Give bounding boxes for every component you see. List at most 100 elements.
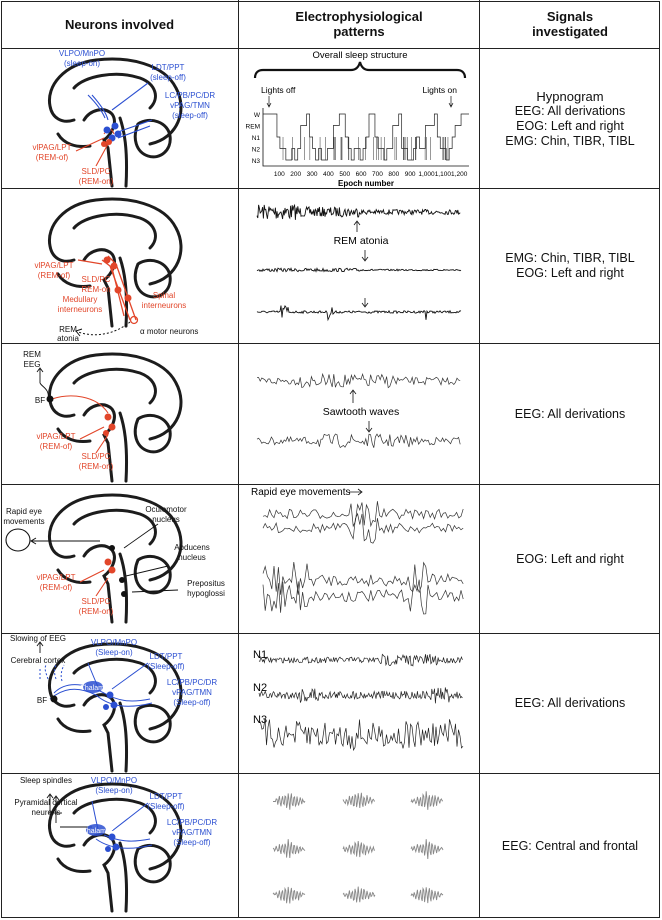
label-ldt-sub: (sleep-off) — [150, 73, 186, 82]
label-oculo2: nucleus — [152, 515, 180, 524]
label-vlpag-sub: (REM-of) — [38, 271, 71, 280]
brain-outline — [133, 844, 172, 884]
label-rem: REM — [59, 325, 77, 334]
header-patterns: Electrophysiological patterns — [239, 0, 479, 48]
label-vlpag-sub: (REM-of) — [36, 153, 69, 162]
label-vlpag-sub: (REM-of) — [40, 442, 73, 451]
brain-outline — [118, 411, 129, 483]
rapid-eye-movements-label: Rapid eye movements — [251, 487, 351, 498]
label-sld-sub: REM-on — [81, 285, 110, 294]
label-eeg: EEG — [24, 360, 41, 369]
stage-tick-label: W — [254, 112, 261, 119]
label-sld: SLD/PC — [82, 167, 111, 176]
row-divider — [1, 633, 660, 634]
n3-trace — [258, 719, 464, 752]
signal-item: EMG: Chin, TIBR, TIBL — [505, 251, 635, 265]
emg-chin-trace — [256, 203, 461, 220]
row-divider — [1, 188, 660, 189]
spindle-burst — [342, 841, 376, 858]
label-oculo: Oculomotor — [145, 505, 187, 514]
label-spinal2: interneurons — [142, 301, 186, 310]
spindle-burst — [410, 791, 444, 810]
stage-tick-label: N1 — [252, 135, 261, 142]
label-sld: SLD/PC — [82, 452, 111, 461]
signals-row3: EEG: All derivations — [480, 344, 660, 484]
brain-diagram-row4: Rapid eye movements Oculomotor nucleus A… — [3, 493, 225, 624]
header-signals: Signals investigated — [480, 0, 660, 48]
label-pyramidal2: neurons — [32, 808, 61, 817]
label-lc2: vPAG/TMN — [172, 688, 212, 697]
axis-lines — [262, 108, 469, 167]
label-ldt: LDT/PPT — [152, 63, 185, 72]
brain-outline — [72, 508, 157, 546]
brain-outline — [47, 352, 183, 441]
label-movements: movements — [3, 517, 44, 526]
label-prepos: Prepositus — [187, 579, 225, 588]
spindle-traces — [272, 791, 444, 904]
label-alpha: α motor neurons — [140, 327, 198, 336]
label-ldt-sub: (Sleep-off) — [147, 802, 185, 811]
label-atonia: atonia — [57, 334, 79, 343]
label-pyramidal: Pyramidal cortical — [14, 798, 77, 807]
label-vlpo: VLPO/MnPO — [59, 49, 105, 58]
label-prepos2: hypoglossi — [187, 589, 225, 598]
label-bf: BF — [35, 396, 45, 405]
brain-outline — [47, 493, 183, 582]
epoch-axis-title: Epoch number — [338, 179, 394, 188]
epoch-tick-label: 100 — [274, 171, 285, 178]
bracket — [253, 61, 467, 79]
brain-outline — [56, 272, 92, 288]
brain-outline — [82, 108, 116, 188]
label-cortex: Cerebral cortex — [11, 656, 66, 665]
brain-outline — [82, 693, 116, 773]
brain-outline — [133, 704, 172, 744]
emg-tibr-trace — [256, 267, 462, 273]
header-patterns-text: Electrophysiological patterns — [295, 9, 423, 39]
label-ldt: LDT/PPT — [150, 652, 183, 661]
rem-atonia-label: REM atonia — [334, 235, 389, 247]
lights-on-label: Lights on — [423, 85, 458, 95]
spindle-burst — [342, 792, 375, 809]
sawtooth-traces: Sawtooth waves — [256, 372, 461, 449]
brain-outline — [133, 555, 172, 595]
brain-outline — [72, 212, 157, 250]
label-rapid: Rapid eye — [6, 507, 43, 516]
signals-row2: EMG: Chin, TIBR, TIBL EOG: Left and righ… — [480, 189, 660, 343]
brain-outline — [118, 701, 129, 773]
brain-outline — [47, 197, 183, 286]
label-vlpag: vlPAG/LPT — [35, 261, 74, 270]
row-divider — [1, 343, 660, 344]
signal-item: EEG: Central and frontal — [501, 838, 639, 853]
brain-diagram-row2: vlPAG/LPT (REM-of) SLD/PC REM-on Medulla… — [35, 197, 198, 343]
brain-outline — [118, 552, 129, 624]
row-divider — [1, 48, 660, 49]
row-divider — [1, 773, 660, 774]
label-bf: BF — [37, 696, 47, 705]
spindle-burst — [272, 793, 306, 810]
epoch-tick-label: 900 — [405, 171, 416, 178]
hypnogram-title: Overall sleep structure — [312, 50, 407, 61]
emg-traces: REM atonia — [256, 203, 462, 322]
stage-tick-label: REM — [246, 124, 260, 131]
label-lc-sub: (sleep-off) — [172, 111, 208, 120]
label-lc2: vPAG/TMN — [170, 101, 210, 110]
n2-trace — [258, 687, 463, 704]
signal-item: EEG: All derivations — [514, 406, 626, 421]
signal-item: EOG: Left and right — [516, 266, 624, 280]
stage-n2-label: N2 — [253, 682, 267, 694]
signal-item: EOG: Left and right — [516, 118, 624, 133]
signals-row6: EEG: Central and frontal — [480, 774, 660, 918]
label-sld-sub: (REM-on) — [79, 462, 114, 471]
eog-trace — [262, 561, 464, 595]
label-sld: SLD/PC — [82, 275, 111, 284]
brain-outline — [72, 72, 157, 110]
label-vlpo: VLPO/MnPO — [91, 776, 137, 785]
brain-outline — [72, 367, 157, 405]
row-divider — [1, 484, 660, 485]
brain-diagram-row6: Sleep spindles Pyramidal cortical neuron… — [14, 776, 217, 913]
label-slowing: Slowing of EEG — [10, 634, 66, 643]
label-abducens2: nucleus — [178, 553, 206, 562]
n1-trace — [258, 653, 463, 667]
